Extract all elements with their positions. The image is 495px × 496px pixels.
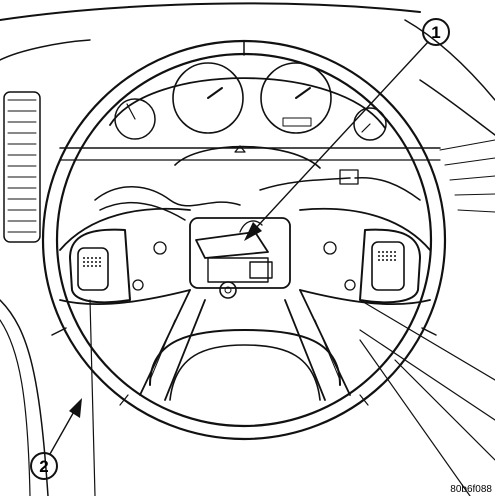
left-switch-grip-dots — [83, 257, 101, 267]
grip-dot — [386, 255, 388, 257]
grip-dot — [87, 265, 89, 267]
right-switch-pod — [323, 228, 421, 304]
callout-1-label: 1 — [431, 23, 440, 42]
clockspring-connector — [189, 217, 291, 299]
grip-dot — [83, 261, 85, 263]
grip-dot — [394, 259, 396, 261]
steering-wheel-rim — [41, 39, 447, 441]
grip-dot — [378, 259, 380, 261]
grip-dot — [382, 255, 384, 257]
grip-dot — [95, 257, 97, 259]
grip-dot — [386, 259, 388, 261]
grip-dot — [87, 261, 89, 263]
grip-dot — [87, 257, 89, 259]
grip-dot — [382, 251, 384, 253]
callout-2-label: 2 — [39, 457, 48, 476]
grip-dot — [91, 265, 93, 267]
grip-dot — [99, 257, 101, 259]
instrument-cluster — [109, 62, 387, 141]
callout-2: 2 — [30, 398, 82, 480]
callout-1: 1 — [244, 18, 450, 241]
grip-dot — [99, 265, 101, 267]
left-switch-pod — [69, 228, 167, 304]
grip-dot — [390, 255, 392, 257]
grip-dot — [378, 251, 380, 253]
grip-dot — [394, 251, 396, 253]
grip-dot — [91, 257, 93, 259]
left-air-vent — [3, 91, 41, 243]
grip-dot — [95, 261, 97, 263]
grip-dot — [390, 259, 392, 261]
grip-dot — [378, 255, 380, 257]
grip-dot — [83, 265, 85, 267]
grip-dot — [99, 261, 101, 263]
grip-dot — [394, 255, 396, 257]
steering-wheel-spokes — [59, 207, 431, 401]
figure-code: 80b6f088 — [450, 484, 492, 495]
grip-dot — [382, 259, 384, 261]
grip-dot — [386, 251, 388, 253]
grip-dot — [91, 261, 93, 263]
right-switch-grip-dots — [378, 251, 396, 261]
grip-dot — [95, 265, 97, 267]
grip-dot — [390, 251, 392, 253]
grip-dot — [83, 257, 85, 259]
